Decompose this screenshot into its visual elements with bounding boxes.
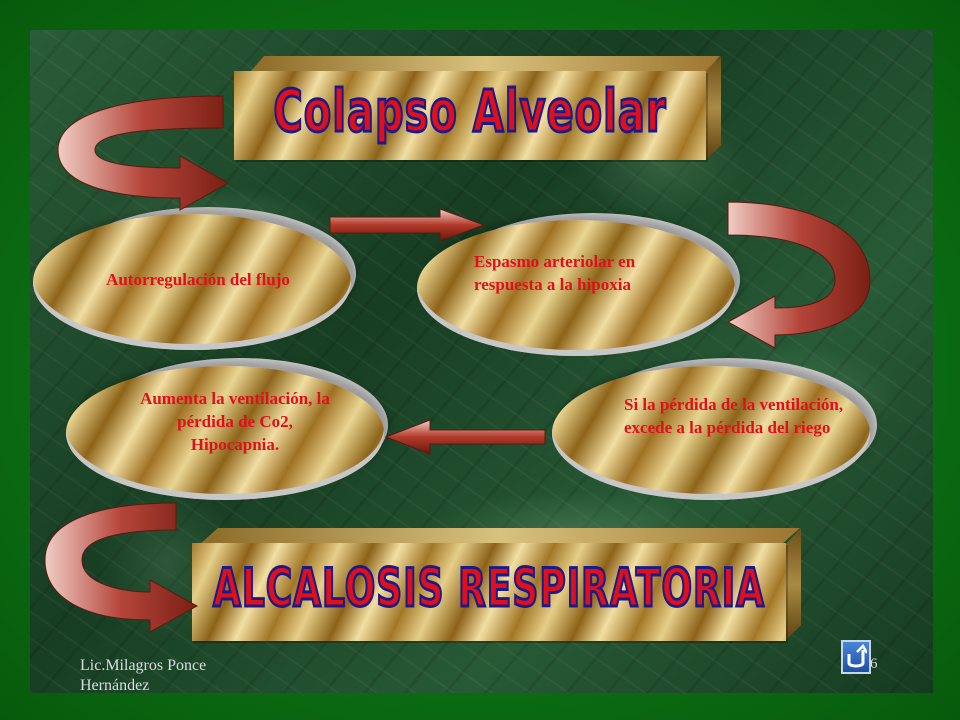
author-credit: Lic.Milagros Ponce Hernández bbox=[80, 656, 206, 696]
return-arrow-icon bbox=[847, 644, 867, 668]
author-line-2: Hernández bbox=[80, 677, 150, 694]
return-button[interactable] bbox=[841, 640, 871, 674]
result-title: ALCALOSIS RESPIRATORIA bbox=[212, 558, 766, 620]
node-aumenta-label: Aumenta la ventilación, la pérdida de Co… bbox=[140, 389, 330, 454]
slide-title: Colapso Alveolar bbox=[272, 77, 667, 147]
page-number: 6 bbox=[870, 656, 878, 672]
node-perdida-label: Si la pérdida de la ventilación, excede … bbox=[624, 395, 844, 437]
author-line-1: Lic.Milagros Ponce bbox=[80, 657, 207, 674]
node-autorregulacion-label: Autorregulación del flujo bbox=[106, 270, 290, 289]
node-espasmo-label: Espasmo arteriolar en respuesta a la hip… bbox=[474, 252, 636, 294]
